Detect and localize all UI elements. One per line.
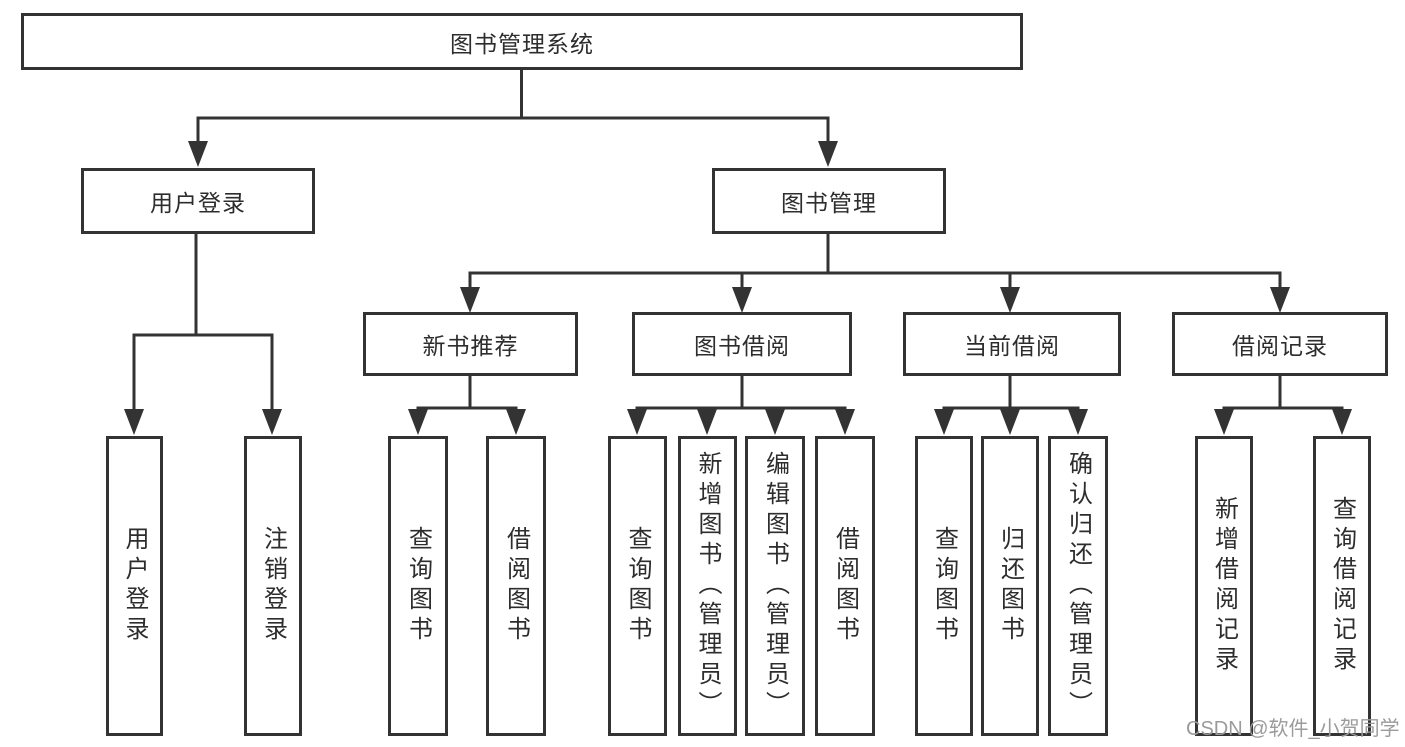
node-book-borrow: 图书借阅 xyxy=(632,312,852,376)
leaf-confirm-return-admin: 确认归还（管理员） xyxy=(1048,436,1108,736)
leaf-edit-books-admin: 编辑图书（管理员） xyxy=(745,436,805,736)
leaf-user-login: 用户登录 xyxy=(106,436,163,736)
leaf-confirm-return-admin-label: 确认归还（管理员） xyxy=(1064,451,1092,721)
node-book-management-label: 图书管理 xyxy=(781,190,877,216)
csdn-watermark: CSDN @软件_小贺同学 xyxy=(1186,718,1400,740)
leaf-query-books-current: 查询图书 xyxy=(915,436,973,736)
node-borrow-records-label: 借阅记录 xyxy=(1232,333,1328,359)
leaf-return-books-label: 归还图书 xyxy=(996,526,1024,646)
node-current-borrow: 当前借阅 xyxy=(903,312,1121,376)
leaf-user-login-label: 用户登录 xyxy=(121,526,148,646)
leaf-logout: 注销登录 xyxy=(244,436,302,736)
node-book-borrow-label: 图书借阅 xyxy=(694,333,790,359)
leaf-add-borrow-record-label: 新增借阅记录 xyxy=(1210,496,1238,676)
leaf-borrow-books: 借阅图书 xyxy=(815,436,875,736)
leaf-borrow-books-recommend: 借阅图书 xyxy=(486,436,546,736)
node-root-label: 图书管理系统 xyxy=(450,30,594,57)
leaf-query-books-recommend-label: 查询图书 xyxy=(404,526,432,646)
leaf-logout-label: 注销登录 xyxy=(259,526,287,646)
leaf-query-books-borrow: 查询图书 xyxy=(608,436,667,736)
leaf-add-borrow-record: 新增借阅记录 xyxy=(1195,436,1253,736)
leaf-borrow-books-label: 借阅图书 xyxy=(831,526,859,646)
leaf-query-borrow-record: 查询借阅记录 xyxy=(1313,436,1371,736)
node-new-book-recommend: 新书推荐 xyxy=(363,312,578,376)
arrowheads xyxy=(124,141,1352,435)
node-new-book-recommend-label: 新书推荐 xyxy=(422,333,519,359)
node-borrow-records: 借阅记录 xyxy=(1172,312,1388,376)
leaf-add-books-admin-label: 新增图书（管理员） xyxy=(694,451,721,721)
leaf-borrow-books-recommend-label: 借阅图书 xyxy=(502,526,530,646)
leaf-return-books: 归还图书 xyxy=(981,436,1039,736)
leaf-add-books-admin: 新增图书（管理员） xyxy=(678,436,737,736)
leaf-query-borrow-record-label: 查询借阅记录 xyxy=(1328,496,1356,676)
leaf-edit-books-admin-label: 编辑图书（管理员） xyxy=(761,451,789,721)
leaf-query-books-recommend: 查询图书 xyxy=(388,436,448,736)
node-book-management: 图书管理 xyxy=(712,168,946,234)
leaf-query-books-borrow-label: 查询图书 xyxy=(624,526,651,646)
node-root-system: 图书管理系统 xyxy=(21,13,1023,70)
node-current-borrow-label: 当前借阅 xyxy=(964,333,1060,359)
leaf-query-books-current-label: 查询图书 xyxy=(930,526,958,646)
node-user-login: 用户登录 xyxy=(81,168,315,234)
node-user-login-label: 用户登录 xyxy=(150,190,246,216)
